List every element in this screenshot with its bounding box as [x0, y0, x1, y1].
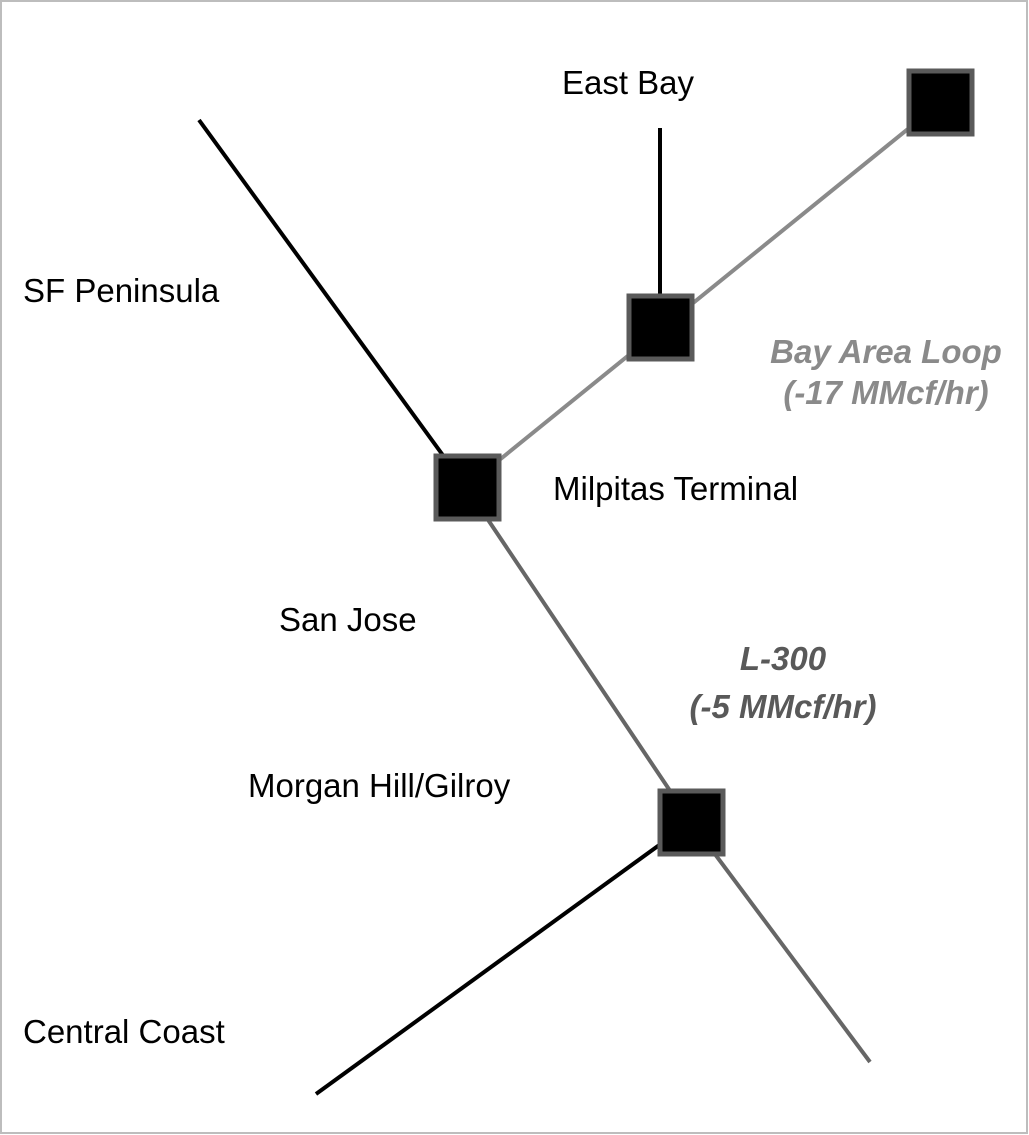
label-san-jose: San Jose — [279, 601, 417, 638]
bay-area-loop-name: Bay Area Loop — [770, 333, 1002, 370]
sf-peninsula-pipeline — [197, 118, 468, 489]
south-branch-pipeline — [689, 820, 872, 1064]
label-milpitas-terminal: Milpitas Terminal — [553, 470, 798, 507]
l300-name: L-300 — [740, 640, 827, 677]
label-central-coast: Central Coast — [23, 1013, 225, 1050]
l300-pipeline — [464, 485, 693, 824]
l300-value: (-5 MMcf/hr) — [690, 688, 877, 725]
label-morgan-hill-gilroy: Morgan Hill/Gilroy — [248, 767, 511, 804]
label-sf-peninsula: SF Peninsula — [23, 272, 220, 309]
bay-area-loop-value: (-17 MMcf/hr) — [783, 374, 988, 411]
node-east-bay-junction — [626, 293, 695, 362]
node-morgan-hill — [657, 788, 726, 857]
label-east-bay: East Bay — [562, 64, 695, 101]
node-northeast — [906, 68, 975, 137]
bay-area-loop-pipeline — [464, 101, 942, 489]
central-coast-pipeline — [314, 820, 693, 1096]
node-milpitas-terminal — [433, 453, 502, 522]
